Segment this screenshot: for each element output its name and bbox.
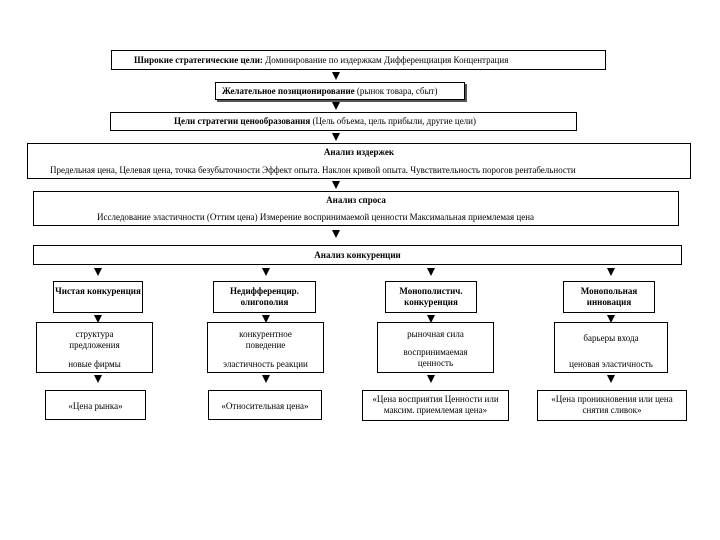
price-box-4: «Цена проникновения или цена снятия слив… xyxy=(537,390,687,421)
arrow-c2-b xyxy=(262,375,270,383)
factors-box-4: барьеры входа ценовая эластичность xyxy=(554,322,668,373)
strategic-goals-box: Широкие стратегические цели: Доминирован… xyxy=(111,50,606,70)
arrow-c2-a xyxy=(262,315,270,323)
arrow-c1-a xyxy=(94,315,102,323)
factors-box-3: рыночная сила воспринимаемая ценность xyxy=(377,322,494,373)
demand-analysis-title: Анализ спроса xyxy=(326,195,386,205)
price-label: «Относительная цена» xyxy=(221,401,309,411)
positioning-box: Желательное позиционирование (рынок това… xyxy=(215,82,465,100)
market-type-pure-competition: Чистая конкуренция xyxy=(53,281,143,313)
factors-box-2: конкурентное поведение эластичность реак… xyxy=(207,322,324,373)
pricing-goals-detail: (Цель объема, цель прибыли, другие цели) xyxy=(310,116,476,126)
competition-analysis-box: Анализ конкуренции xyxy=(33,245,682,265)
arrow-2 xyxy=(332,102,340,110)
arrow-1 xyxy=(332,72,340,80)
arrow-c3-a xyxy=(427,315,435,323)
price-label: «Цена восприятия Ценности или максим. пр… xyxy=(372,394,499,415)
market-type-monopoly-innovation: Монопольная инновация xyxy=(563,281,655,313)
market-type-label: Недифференцир. олигополия xyxy=(230,286,299,307)
positioning-label: Желательное позиционирование xyxy=(222,86,355,96)
arrow-col-1 xyxy=(94,268,102,276)
factor-1: барьеры входа xyxy=(583,333,639,343)
market-type-label: Чистая конкуренция xyxy=(55,286,141,296)
arrow-c1-b xyxy=(94,375,102,383)
positioning-detail: (рынок товара, сбыт) xyxy=(354,86,438,96)
factor-3: ценность xyxy=(417,358,454,368)
factor-3: новые фирмы xyxy=(68,359,121,369)
factor-3: эластичность реакции xyxy=(223,359,308,369)
cost-analysis-items: Предельная цена, Целевая цена, точка без… xyxy=(50,165,576,175)
factor-1: конкурентное xyxy=(239,329,292,339)
demand-analysis-items: Исследование эластичности (Оттим цена) И… xyxy=(97,212,535,222)
strategic-goals-items: Доминирование по издержкам Дифференциаци… xyxy=(262,55,509,65)
demand-analysis-box: Анализ спроса Исследование эластичности … xyxy=(33,191,679,226)
arrow-5 xyxy=(332,230,340,238)
pricing-goals-box: Цели стратегии ценообразования (Цель объ… xyxy=(110,112,577,131)
factor-1: структура xyxy=(75,329,114,339)
price-box-1: «Цена рынка» xyxy=(45,390,146,420)
price-label: «Цена проникновения или цена снятия слив… xyxy=(551,394,673,415)
arrow-col-4 xyxy=(607,268,615,276)
factor-2: предложения xyxy=(69,340,120,350)
pricing-goals-label: Цели стратегии ценообразования xyxy=(174,116,311,126)
factor-3: ценовая эластичность xyxy=(569,359,653,369)
arrow-4 xyxy=(332,181,340,189)
factor-2: воспринимаемая xyxy=(403,347,468,357)
market-type-monopolistic-competition: Монополистич. конкуренция xyxy=(385,281,477,313)
price-label: «Цена рынка» xyxy=(68,401,123,411)
arrow-c4-a xyxy=(607,315,615,323)
arrow-c3-b xyxy=(427,375,435,383)
strategic-goals-label: Широкие стратегические цели: xyxy=(134,55,263,65)
cost-analysis-box: Анализ издержек Предельная цена, Целевая… xyxy=(27,143,691,179)
market-type-oligopoly: Недифференцир. олигополия xyxy=(213,281,316,313)
market-type-label: Монопольная инновация xyxy=(580,286,638,307)
arrow-col-2 xyxy=(262,268,270,276)
arrow-c4-b xyxy=(607,375,615,383)
price-box-3: «Цена восприятия Ценности или максим. пр… xyxy=(362,390,509,421)
cost-analysis-title: Анализ издержек xyxy=(323,147,395,157)
price-box-2: «Относительная цена» xyxy=(208,390,322,420)
factor-1: рыночная сила xyxy=(407,329,464,339)
arrow-col-3 xyxy=(427,268,435,276)
market-type-label: Монополистич. конкуренция xyxy=(399,286,463,307)
factor-2: поведение xyxy=(245,340,286,350)
arrow-3 xyxy=(332,133,340,141)
factors-box-1: структура предложения новые фирмы xyxy=(36,322,153,373)
competition-analysis-title: Анализ конкуренции xyxy=(314,250,401,260)
